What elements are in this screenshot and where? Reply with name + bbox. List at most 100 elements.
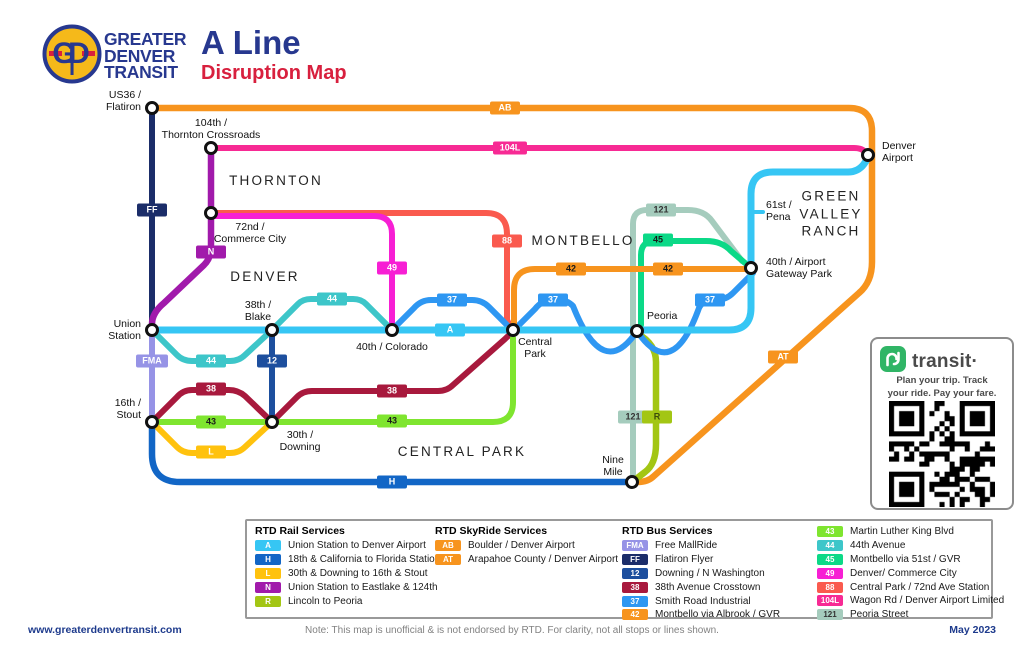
legend-item: 42 Montbello via Albrook / GVR <box>622 608 780 622</box>
line-badge: 12 <box>257 354 287 368</box>
page-subtitle: Disruption Map <box>201 62 347 84</box>
legend-item: 104L Wagon Rd / Denver Airport Limited <box>817 594 1004 608</box>
legend-label: Wagon Rd / Denver Airport Limited <box>850 595 1005 607</box>
legend-item: H 18th & California to Florida Station <box>255 553 440 567</box>
legend-label: Martin Luther King Blvd <box>850 526 954 538</box>
website-link[interactable]: www.greaterdenvertransit.com <box>28 624 182 636</box>
legend-item: N Union Station to Eastlake & 124th <box>255 580 440 594</box>
legend-badge: 45 <box>817 553 843 565</box>
line-badge: 121 <box>618 410 648 424</box>
legend-badge: FMA <box>622 540 648 552</box>
station-label: Peoria <box>647 309 678 322</box>
legend-item: 45 Montbello via 51st / GVR <box>817 553 1004 567</box>
legend-item: 12 Downing / N Washington <box>622 567 780 581</box>
legend-badge: 43 <box>817 526 843 538</box>
legend-label: Denver/ Commerce City <box>850 567 957 579</box>
transit-tagline: Plan your trip. Track your ride. Pay you… <box>887 375 997 399</box>
legend-label: Peoria Street <box>850 609 909 621</box>
line-badge: H <box>377 475 407 489</box>
legend-label: Union Station to Denver Airport <box>288 540 426 552</box>
legend-label: 38th Avenue Crosstown <box>655 581 761 593</box>
line-badge: 45 <box>643 233 673 247</box>
line-badge: 88 <box>492 234 522 248</box>
line-badge: 42 <box>556 262 586 276</box>
legend-label: 30th & Downing to 16th & Stout <box>288 567 428 579</box>
district-label: MONTBELLO <box>531 233 635 249</box>
legend-item: R Lincoln to Peoria <box>255 594 440 608</box>
legend-item: AT Arapahoe County / Denver Airport <box>435 553 618 567</box>
legend-badge: R <box>255 595 281 607</box>
station-dot <box>204 141 218 155</box>
legend-badge: L <box>255 567 281 579</box>
line-121 <box>630 207 745 481</box>
legend-rail-title: RTD Rail Services <box>255 525 345 537</box>
logo-letter-d: D <box>68 37 90 70</box>
line-badge: L <box>196 445 226 459</box>
station-label: 40th / Airport Gateway Park <box>766 255 832 280</box>
legend-badge: AT <box>435 554 461 566</box>
legend-item: 43 Martin Luther King Blvd <box>817 525 1004 539</box>
line-104l <box>208 145 868 155</box>
transit-app-card: transit· Plan your trip. Track your ride… <box>870 337 1014 510</box>
legend-badge: 38 <box>622 581 648 593</box>
line-badge: 37 <box>437 293 467 307</box>
station-dot <box>204 206 218 220</box>
legend-badge: 12 <box>622 567 648 579</box>
legend-item: L 30th & Downing to 16th & Stout <box>255 567 440 581</box>
station-label: Central Park <box>518 335 552 360</box>
line-badge: 38 <box>196 382 226 396</box>
line-badge: A <box>435 323 465 337</box>
page-title: A Line <box>201 24 301 61</box>
line-badge: FMA <box>136 354 168 368</box>
station-label: 61st / Pena <box>766 198 792 223</box>
legend-label: Union Station to Eastlake & 124th <box>288 581 438 593</box>
station-label: Nine Mile <box>602 453 624 478</box>
line-badge: 104L <box>493 141 527 155</box>
line-badge: FF <box>137 203 167 217</box>
station-dot <box>145 101 159 115</box>
station-label: US36 / Flatiron <box>105 88 141 113</box>
line-badge: R <box>642 410 672 424</box>
legend-label: Montbello via 51st / GVR <box>850 553 961 565</box>
legend-item: A Union Station to Denver Airport <box>255 539 440 553</box>
station-label: 30th / Downing <box>279 428 321 453</box>
legend-item: FF Flatiron Flyer <box>622 553 780 567</box>
legend-item: 121 Peoria Street <box>817 608 1004 622</box>
legend-label: Boulder / Denver Airport <box>468 540 575 552</box>
legend-item: 49 Denver/ Commerce City <box>817 566 1004 580</box>
disclaimer-note: Note: This map is unofficial & is not en… <box>305 625 719 636</box>
legend-label: Free MallRide <box>655 540 718 552</box>
legend-badge: N <box>255 581 281 593</box>
line-badge: 49 <box>377 261 407 275</box>
legend-badge: 37 <box>622 595 648 607</box>
line-ab-at <box>148 104 876 486</box>
station-label: Union Station <box>108 317 141 342</box>
legend-skyride-title: RTD SkyRide Services <box>435 525 548 537</box>
line-badge: AB <box>490 101 520 115</box>
station-dot <box>630 324 644 338</box>
station-dot <box>506 323 520 337</box>
legend-rail-column: RTD Rail Services A Union Station to Den… <box>255 525 440 608</box>
legend-badge: 44 <box>817 540 843 552</box>
district-label: CENTRAL PARK <box>397 444 527 460</box>
line-38 <box>149 329 516 425</box>
district-label: THORNTON <box>229 173 323 189</box>
legend-label: 44th Avenue <box>850 540 906 552</box>
legend-label: Lincoln to Peoria <box>288 595 363 607</box>
line-r <box>632 330 660 483</box>
legend-label: 18th & California to Florida Station <box>288 554 441 566</box>
transit-wordmark: transit· <box>912 350 978 372</box>
station-dot <box>744 261 758 275</box>
station-dot <box>145 415 159 429</box>
transit-app-icon <box>880 346 906 377</box>
line-badge: 37 <box>538 293 568 307</box>
station-label: 72nd / Commerce City <box>213 220 287 245</box>
district-label: GREEN VALLEY RANCH <box>799 188 863 239</box>
legend-bus-title: RTD Bus Services <box>622 525 713 537</box>
gdt-logo: G D T <box>42 24 102 89</box>
legend-item: AB Boulder / Denver Airport <box>435 539 618 553</box>
line-badge: 121 <box>646 203 676 217</box>
station-dot <box>265 415 279 429</box>
station-label: Denver Airport <box>882 139 916 164</box>
legend-bus-column: RTD Bus Services FMA Free MallRide FF Fl… <box>622 525 780 622</box>
